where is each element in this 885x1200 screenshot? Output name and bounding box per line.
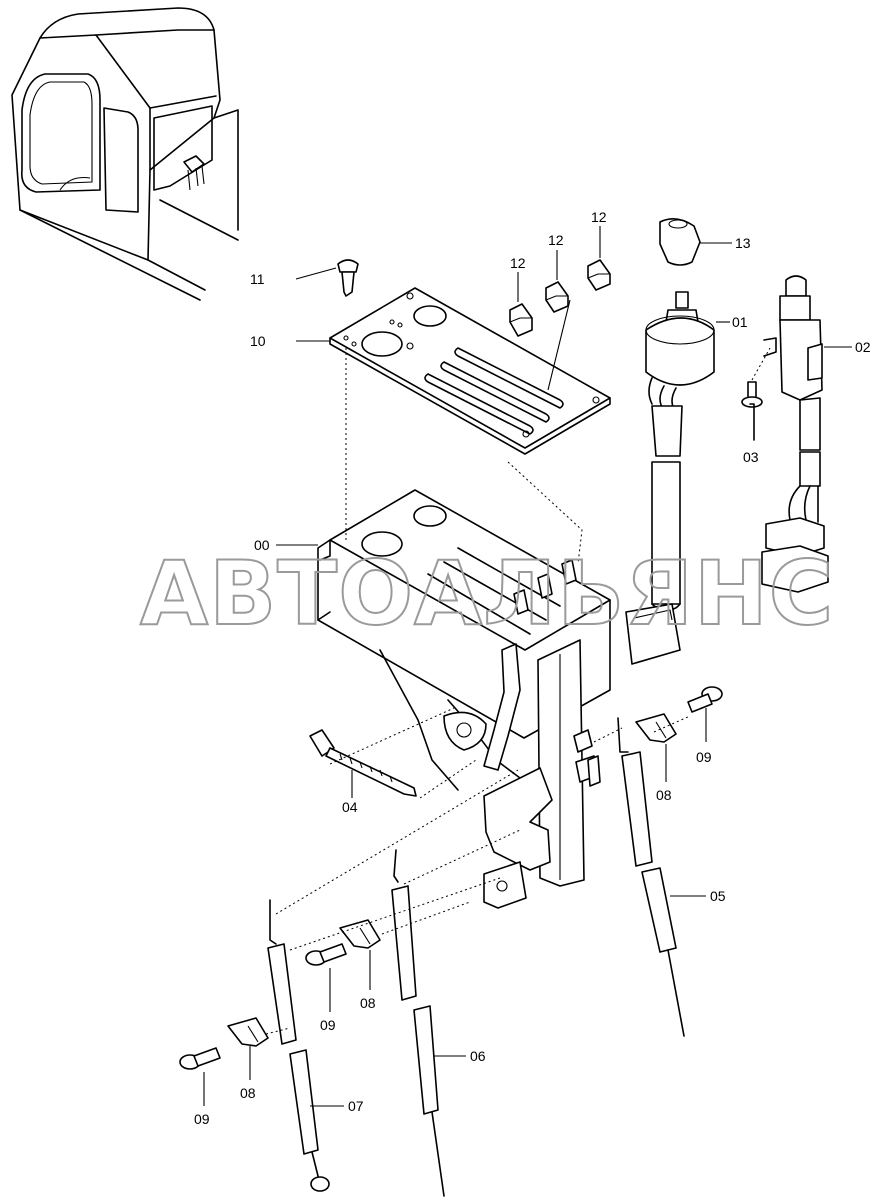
knob-part-12-b [545,250,571,391]
callout-08-right: 08 [656,787,672,803]
callout-04: 04 [342,799,358,815]
callout-08-left: 08 [240,1085,256,1101]
callout-09-left: 09 [194,1111,210,1127]
callout-10: 10 [250,333,266,349]
control-cable-part-07 [267,899,344,1192]
clamp-part-08-middle [339,919,381,990]
watermark-text: АВТОАЛЬЯНС [140,542,834,645]
callout-09-right: 09 [696,749,712,765]
callout-12-c: 12 [591,209,607,225]
callout-01: 01 [732,314,748,330]
callout-11: 11 [250,271,265,287]
callout-labels: 11 10 12 12 12 13 01 02 03 00 04 09 08 0… [194,209,871,1127]
cab-inset-illustration [11,7,239,301]
control-cable-part-05 [617,717,706,1037]
key-knob-part-13 [659,218,732,266]
callout-07: 07 [348,1098,364,1114]
control-cable-part-06 [391,849,466,1197]
rotary-switch-part-01 [625,291,730,665]
assembly-reference-lines [265,347,771,1035]
bracket-part-00 [276,489,611,909]
callout-05: 05 [710,888,726,904]
knob-part-12-a [509,272,533,337]
pin-part-11 [295,259,359,297]
callout-12-a: 12 [510,255,526,271]
callout-13: 13 [735,235,751,251]
callout-06: 06 [470,1048,486,1064]
cover-plate-part-10 [296,287,611,455]
clamp-part-08-right [635,713,677,782]
bolt-part-09-right [687,686,723,742]
callout-03: 03 [743,449,759,465]
callout-09-middle: 09 [320,1017,336,1033]
bolt-part-09-left [179,1047,221,1106]
knob-part-12-c [587,226,611,291]
clamp-part-08-left [227,1017,269,1080]
callout-08-middle: 08 [360,995,376,1011]
cable-tie-part-04 [309,729,417,798]
screw-part-03 [741,381,763,441]
callout-02: 02 [855,339,871,355]
lever-switch-part-02 [761,275,852,593]
callout-12-b: 12 [548,232,564,248]
callout-00: 00 [254,537,270,553]
bolt-part-09-middle [305,943,347,1012]
